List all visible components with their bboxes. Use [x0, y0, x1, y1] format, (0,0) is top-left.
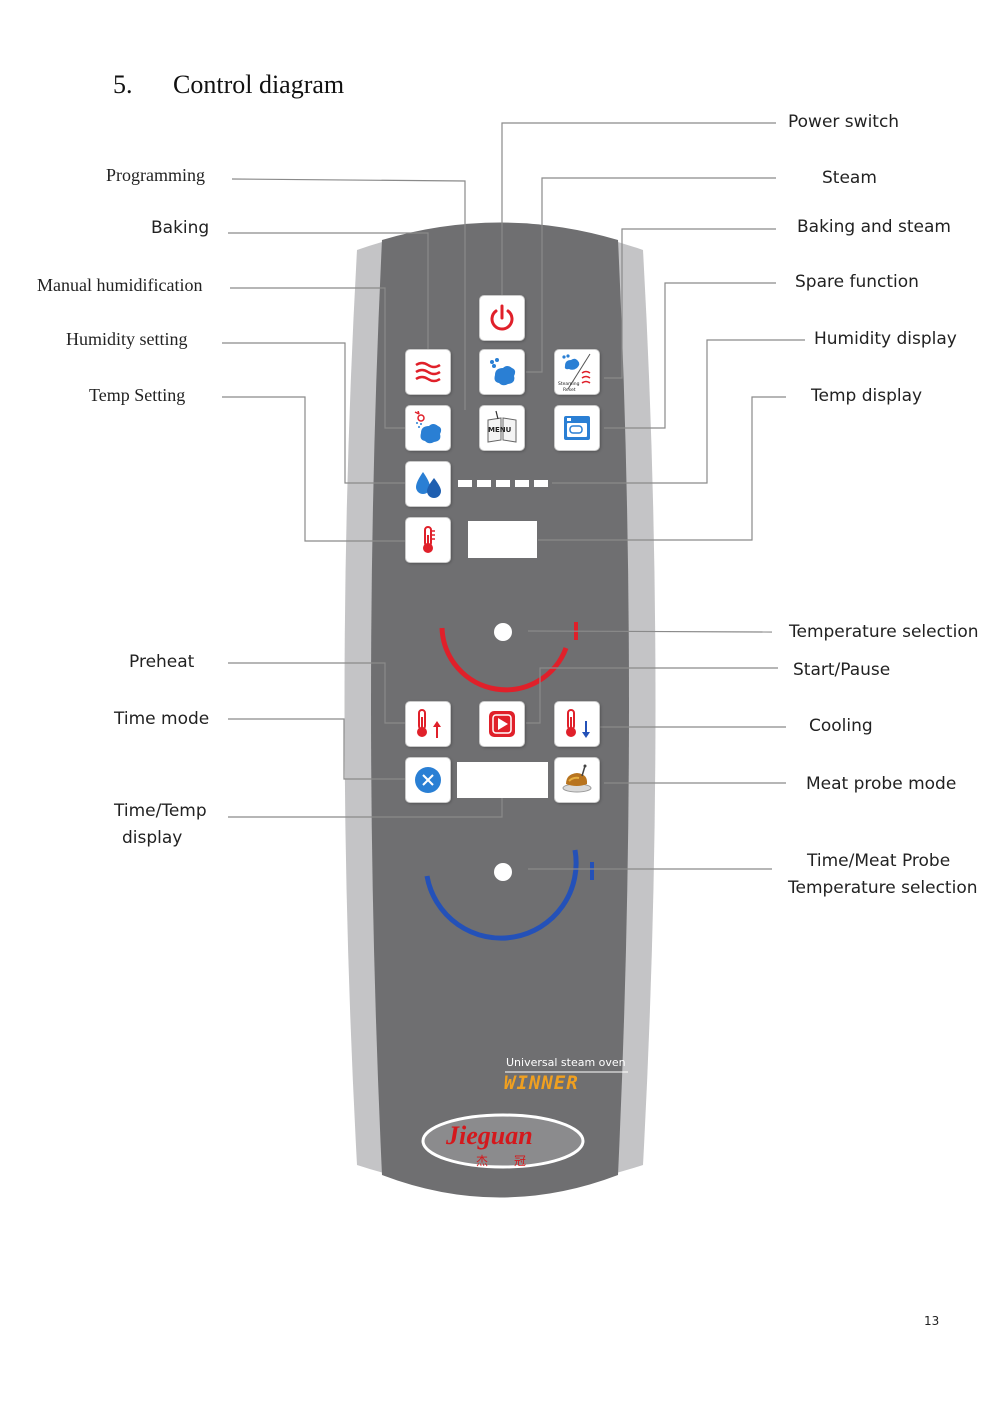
label-preheat: Preheat — [129, 652, 195, 672]
preheat-icon — [417, 709, 441, 738]
label-humidity-display: Humidity display — [814, 329, 957, 349]
label-start-pause: Start/Pause — [793, 660, 891, 680]
oven-display-icon — [564, 416, 590, 440]
leader-lines — [222, 122, 805, 870]
play-icon — [489, 711, 515, 737]
humidity-segment — [515, 480, 529, 487]
humidity-segment — [458, 480, 472, 487]
time-arc — [424, 849, 579, 941]
temp-setting-button[interactable] — [406, 518, 450, 562]
steam-icon — [490, 358, 516, 386]
leader-preheat — [228, 662, 406, 724]
manual-humidification-button[interactable] — [406, 406, 450, 450]
label-cooling: Cooling — [809, 716, 873, 736]
label-humidity-setting: Humidity setting — [66, 329, 188, 349]
humidity-segment — [477, 480, 491, 487]
leader-time-temp-display — [228, 798, 503, 818]
temp-display — [468, 521, 537, 558]
baking-and-steam-button[interactable]: Steaming Reset — [555, 350, 599, 394]
cooling-button[interactable] — [555, 702, 599, 746]
leader-temp-setting — [222, 396, 406, 542]
cooling-icon — [566, 709, 590, 738]
leader-spare — [604, 282, 776, 429]
label-temp-display: Temp display — [811, 386, 923, 406]
label-power-switch: Power switch — [788, 112, 900, 132]
humidity-segment — [534, 480, 548, 487]
roast-chicken-icon — [562, 764, 592, 793]
label-time-temp-display-2: display — [122, 828, 183, 848]
leader-temperature-selection — [527, 630, 773, 633]
label-baking: Baking — [151, 218, 210, 238]
label-temperature-selection: Temperature selection — [789, 622, 979, 642]
reset-text: Reset — [563, 387, 576, 393]
temperature-knob-dot — [494, 623, 512, 641]
time-knob-dot — [494, 863, 512, 881]
time-temp-display — [457, 762, 548, 798]
label-manual-humidification: Manual humidification — [37, 275, 203, 295]
leader-manual-humid — [230, 287, 406, 429]
leader-humidity-display — [552, 339, 805, 484]
power-button[interactable] — [480, 296, 524, 340]
steaming-text: Steaming — [558, 381, 580, 387]
label-baking-and-steam: Baking and steam — [797, 217, 951, 237]
spray-icon — [414, 411, 442, 444]
logo-ellipse — [421, 1113, 585, 1169]
programming-button[interactable]: MENU — [480, 406, 524, 450]
section-number: 5. — [113, 70, 133, 99]
leader-baking-steam — [604, 228, 776, 379]
label-spare-function: Spare function — [795, 272, 919, 292]
temperature-arc — [439, 627, 569, 693]
logo-char-1: 杰 — [476, 1154, 515, 1168]
label-time-meat-probe-1: Time/Meat Probe — [807, 851, 951, 871]
baking-button[interactable] — [406, 350, 450, 394]
page-number: 13 — [924, 1314, 940, 1328]
humidity-setting-button[interactable] — [406, 462, 450, 506]
label-time-mode: Time mode — [114, 709, 210, 729]
meat-probe-button[interactable] — [555, 758, 599, 802]
label-time-temp-display-1: Time/Temp — [114, 801, 207, 821]
water-drops-icon — [416, 472, 441, 498]
label-programming: Programming — [106, 165, 205, 185]
time-mode-button[interactable] — [406, 758, 450, 802]
brand-logo: WINNER — [504, 1072, 579, 1094]
section-title: Control diagram — [173, 70, 345, 99]
leader-temp-display — [538, 396, 786, 541]
label-time-meat-probe-2: Temperature selection — [788, 878, 978, 898]
jieguan-logo: Jieguan — [446, 1121, 533, 1150]
logo-char-2: 冠 — [514, 1154, 553, 1168]
brand-caption: Universal steam oven — [506, 1056, 626, 1069]
start-pause-button[interactable] — [480, 702, 524, 746]
thermometer-icon — [423, 526, 435, 553]
label-steam: Steam — [822, 168, 877, 188]
section-heading: 5. Control diagram — [113, 70, 344, 100]
baking-steam-icon: Steaming Reset — [558, 353, 591, 393]
leader-programming — [231, 178, 466, 410]
leader-steam — [526, 177, 776, 373]
spare-function-button[interactable] — [555, 406, 599, 450]
menu-text: MENU — [488, 426, 512, 434]
menu-book-icon: MENU — [487, 410, 517, 443]
humidity-segment — [496, 480, 510, 487]
leader-power-switch — [501, 122, 776, 296]
leader-start-pause — [526, 667, 778, 724]
heat-waves-icon — [415, 361, 441, 383]
label-meat-probe-mode: Meat probe mode — [806, 774, 957, 794]
leader-humidity-setting — [222, 342, 406, 484]
timer-icon — [415, 767, 441, 793]
leader-time-mode — [228, 718, 406, 780]
jieguan-logo-chinese: 杰冠 — [476, 1152, 552, 1169]
power-icon — [490, 304, 514, 331]
steam-button[interactable] — [480, 350, 524, 394]
label-temp-setting: Temp Setting — [89, 385, 186, 405]
preheat-button[interactable] — [406, 702, 450, 746]
leader-baking — [228, 232, 429, 350]
